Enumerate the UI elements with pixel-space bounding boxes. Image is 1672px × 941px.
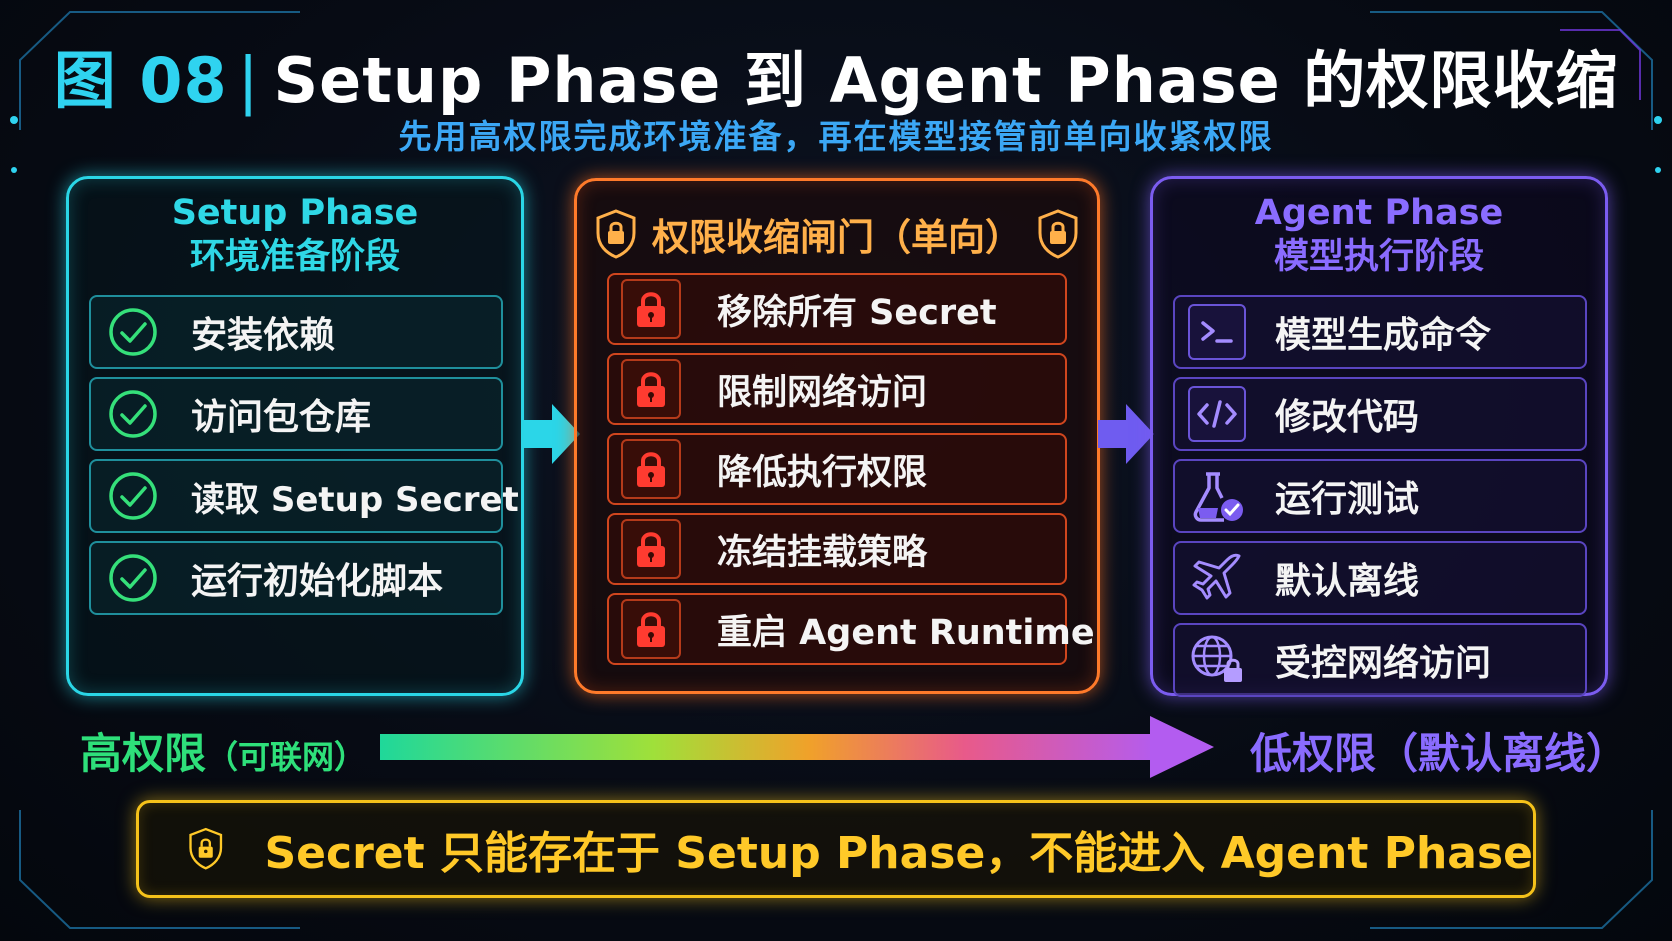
agent-item-label: 默认离线: [1275, 561, 1420, 602]
lock-icon: [621, 599, 681, 659]
lock-icon: [621, 279, 681, 339]
gate-item-label: 冻结挂载策略: [717, 532, 928, 573]
gate-item: 冻结挂载策略: [607, 513, 1067, 585]
title-text: Setup Phase 到 Agent Phase 的权限收缩: [273, 44, 1619, 117]
page-subtitle: 先用高权限完成环境准备，再在模型接管前单向收紧权限: [398, 117, 1274, 156]
flask-check-icon: [1187, 466, 1247, 526]
setup-item: 访问包仓库: [89, 377, 503, 451]
lock-icon: [621, 439, 681, 499]
agent-phase-panel: Agent Phase 模型执行阶段 模型生成命令 修改代码 运行测试 默认离线…: [1150, 176, 1608, 697]
secret-rule-note: Secret 只能存在于 Setup Phase，不能进入 Agent Phas…: [136, 800, 1536, 898]
setup-item-label: 安装依赖: [191, 315, 336, 356]
agent-item: 修改代码: [1173, 377, 1587, 451]
gate-item-label: 降低执行权限: [717, 452, 928, 493]
agent-item-label: 模型生成命令: [1275, 315, 1492, 356]
agent-phase-title: Agent Phase 模型执行阶段: [1153, 191, 1605, 279]
lock-icon: [621, 359, 681, 419]
setup-item-label: 运行初始化脚本: [191, 561, 444, 602]
agent-item-label: 运行测试: [1275, 479, 1420, 520]
secret-rule-text: Secret 只能存在于 Setup Phase，不能进入 Agent Phas…: [264, 828, 1533, 879]
flow-arrow-right-icon: [524, 404, 580, 464]
agent-title-en: Agent Phase: [1254, 193, 1504, 233]
agent-item: 默认离线: [1173, 541, 1587, 615]
code-icon: [1187, 384, 1247, 444]
page-title: 图 08|Setup Phase 到 Agent Phase 的权限收缩: [0, 30, 1672, 120]
agent-item-label: 修改代码: [1275, 397, 1420, 438]
globe-lock-icon: [1187, 630, 1247, 690]
shield-lock-icon: [596, 209, 636, 259]
setup-item-label: 访问包仓库: [191, 397, 372, 438]
gate-item-label: 重启 Agent Runtime: [717, 612, 1095, 653]
flow-arrow-right-icon: [1098, 404, 1154, 464]
privilege-gate-panel: 权限收缩闸门（单向） 移除所有 Secret 限制网络访问 降低执行权限 冻结挂…: [574, 178, 1100, 694]
check-circle-icon: [103, 384, 163, 444]
gate-item: 移除所有 Secret: [607, 273, 1067, 345]
high-privilege-note: （可联网）: [206, 738, 367, 776]
check-circle-icon: [103, 466, 163, 526]
lock-icon: [621, 519, 681, 579]
airplane-icon: [1187, 548, 1247, 608]
setup-item: 读取 Setup Secret: [89, 459, 519, 533]
setup-phase-title: Setup Phase 环境准备阶段: [69, 191, 521, 279]
agent-item-label: 受控网络访问: [1275, 643, 1492, 684]
title-divider: |: [237, 44, 260, 117]
low-privilege-label: 低权限（默认离线）: [1250, 729, 1629, 778]
setup-title-en: Setup Phase: [171, 193, 419, 233]
setup-item-label: 读取 Setup Secret: [191, 479, 519, 520]
gate-item: 限制网络访问: [607, 353, 1067, 425]
agent-item: 受控网络访问: [1173, 623, 1587, 697]
agent-item: 模型生成命令: [1173, 295, 1587, 369]
setup-title-zh: 环境准备阶段: [189, 237, 400, 277]
privilege-gradient-arrow: [380, 716, 1214, 778]
gate-title: 权限收缩闸门（单向）: [577, 207, 1097, 261]
gate-item-label: 移除所有 Secret: [717, 292, 997, 333]
high-privilege-label: 高权限（可联网）: [80, 720, 366, 781]
setup-item: 安装依赖: [89, 295, 503, 369]
gate-item: 降低执行权限: [607, 433, 1067, 505]
setup-item: 运行初始化脚本: [89, 541, 503, 615]
figure-label: 图 08: [53, 44, 228, 117]
shield-lock-icon: [189, 827, 223, 870]
check-circle-icon: [103, 302, 163, 362]
gate-title-text: 权限收缩闸门（单向）: [652, 216, 1022, 259]
gate-item-label: 限制网络访问: [717, 372, 928, 413]
agent-title-zh: 模型执行阶段: [1273, 237, 1484, 277]
terminal-icon: [1187, 302, 1247, 362]
setup-phase-panel: Setup Phase 环境准备阶段 安装依赖 访问包仓库 读取 Setup S…: [66, 176, 524, 696]
check-circle-icon: [103, 548, 163, 608]
gate-item: 重启 Agent Runtime: [607, 593, 1095, 665]
shield-lock-icon: [1038, 209, 1078, 259]
high-privilege-text: 高权限: [80, 729, 207, 778]
agent-item: 运行测试: [1173, 459, 1587, 533]
